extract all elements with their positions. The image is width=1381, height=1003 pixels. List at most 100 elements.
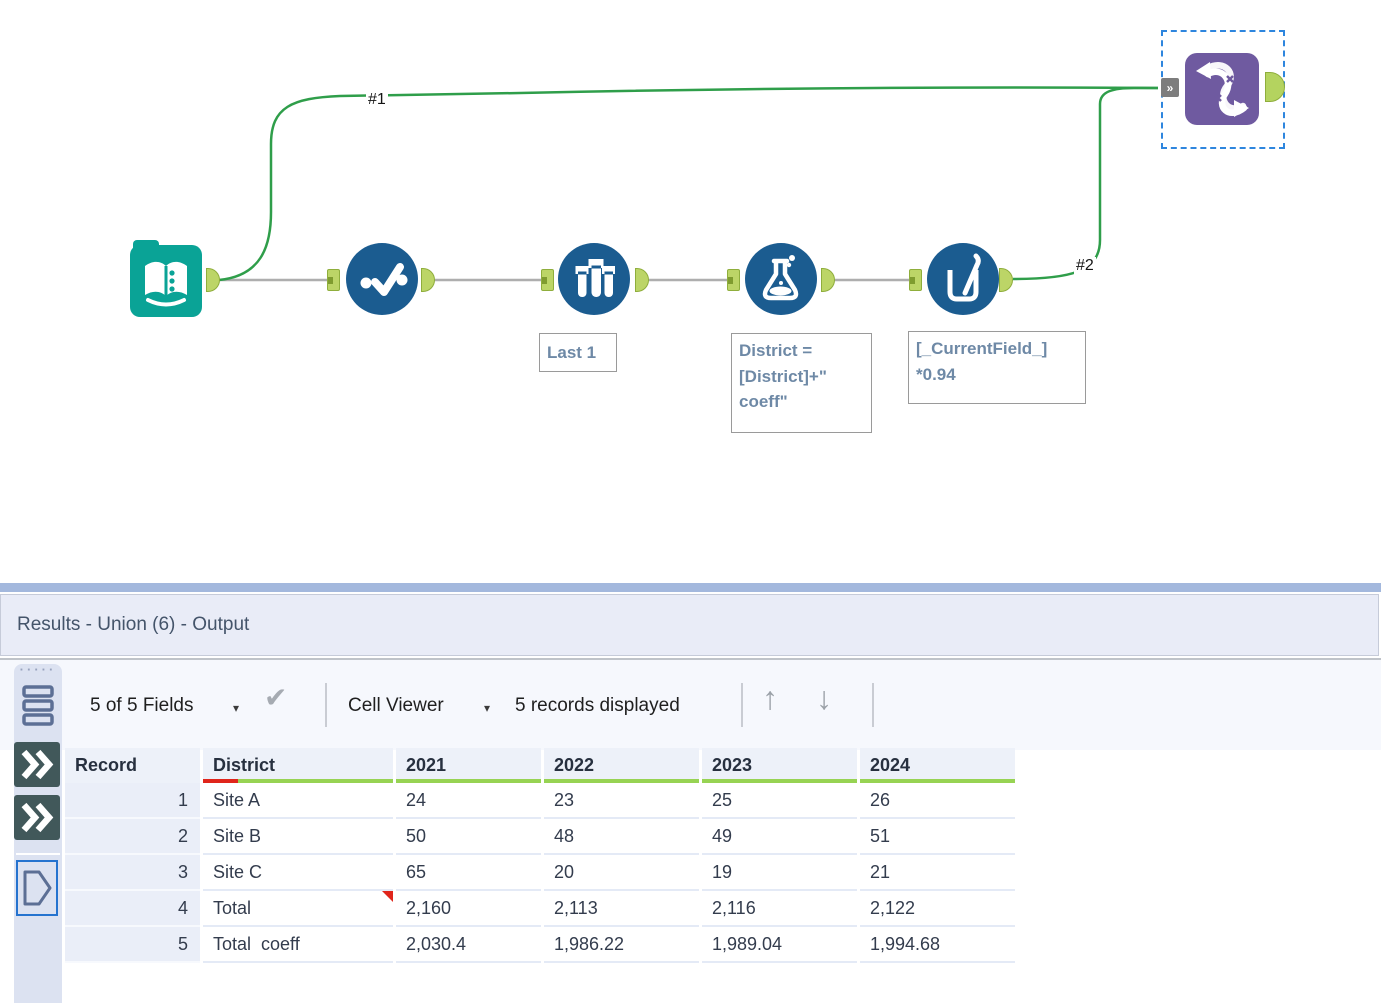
- test-tubes-icon: [575, 259, 615, 297]
- folder-tab-icon: [133, 240, 159, 252]
- column-header-district[interactable]: District: [203, 748, 393, 783]
- results-panel: Results - Union (6) - Output 5 of 5 Fiel…: [0, 583, 1381, 1003]
- results-title: Results - Union (6) - Output: [17, 614, 250, 635]
- district-cell[interactable]: Total: [203, 891, 393, 927]
- output-anchor-icon: [23, 870, 52, 906]
- input-anchor-2-button[interactable]: [14, 795, 60, 840]
- record-number-cell[interactable]: 1: [65, 783, 200, 819]
- wire-2-mff-union[interactable]: [1012, 86, 1158, 281]
- truncation-flag-icon: [382, 891, 393, 902]
- rows-icon: [22, 685, 54, 726]
- column-header-2023[interactable]: 2023: [702, 748, 857, 783]
- records-displayed-label: 5 records displayed: [515, 695, 680, 716]
- value-cell[interactable]: 20: [544, 855, 699, 891]
- sample-tool[interactable]: [558, 243, 630, 315]
- district-cell[interactable]: Total coeff: [203, 927, 393, 963]
- value-cell[interactable]: 1,989.04: [702, 927, 857, 963]
- value-cell[interactable]: 2,160: [396, 891, 541, 927]
- connection-wires[interactable]: [0, 0, 1381, 583]
- data-grid-view-button[interactable]: [21, 684, 55, 733]
- formula-input-anchor[interactable]: [727, 269, 740, 291]
- value-cell[interactable]: 26: [860, 783, 1015, 819]
- flask-icon: [762, 255, 799, 301]
- double-chevron-icon: [21, 749, 54, 780]
- data-quality-bar: [544, 779, 699, 783]
- cell-viewer-caret-icon[interactable]: ▾: [484, 701, 491, 715]
- results-sidebar: ·····: [14, 662, 62, 1003]
- fields-caret-icon[interactable]: ▾: [233, 701, 240, 715]
- data-quality-bar: [702, 779, 857, 783]
- value-cell[interactable]: 51: [860, 819, 1015, 855]
- scroll-up-button[interactable]: ↑: [762, 680, 778, 716]
- value-cell[interactable]: 25: [702, 783, 857, 819]
- toolbar-separator: [325, 683, 327, 727]
- value-cell[interactable]: 65: [396, 855, 541, 891]
- select-tool[interactable]: [346, 243, 418, 315]
- value-cell[interactable]: 2,030.4: [396, 927, 541, 963]
- drag-handle-icon[interactable]: ·····: [19, 662, 57, 677]
- district-cell[interactable]: Site B: [203, 819, 393, 855]
- value-cell[interactable]: 2,122: [860, 891, 1015, 927]
- input-data-tool[interactable]: [130, 240, 202, 317]
- book-icon: [145, 261, 187, 307]
- data-quality-bar: [860, 779, 1015, 783]
- value-cell[interactable]: 24: [396, 783, 541, 819]
- column-header-record[interactable]: Record: [65, 748, 200, 783]
- data-quality-bar: [396, 779, 541, 783]
- multi-field-formula-tool[interactable]: [927, 243, 999, 315]
- union-input-anchor[interactable]: »: [1161, 78, 1179, 97]
- wire-1-label[interactable]: #1: [366, 91, 388, 109]
- value-cell[interactable]: 23: [544, 783, 699, 819]
- panel-splitter[interactable]: [0, 583, 1381, 592]
- record-number-cell[interactable]: 4: [65, 891, 200, 927]
- district-cell[interactable]: Site C: [203, 855, 393, 891]
- results-title-bar: Results - Union (6) - Output: [0, 594, 1379, 656]
- record-number-cell[interactable]: 3: [65, 855, 200, 891]
- value-cell[interactable]: 48: [544, 819, 699, 855]
- select-input-anchor[interactable]: [327, 269, 340, 291]
- cell-viewer-dropdown[interactable]: Cell Viewer: [348, 695, 444, 716]
- apply-check-icon[interactable]: ✔: [264, 682, 288, 713]
- dna-helix-icon: [1196, 62, 1249, 117]
- table-row: 4 Total 2,160 2,113 2,116 2,122: [65, 891, 1015, 927]
- table-row: 3 Site C 65 20 19 21: [65, 855, 1015, 891]
- input-anchor-1-button[interactable]: [14, 742, 60, 787]
- record-number-cell[interactable]: 2: [65, 819, 200, 855]
- scroll-down-button[interactable]: ↓: [816, 680, 832, 716]
- sample-annotation[interactable]: Last 1: [539, 333, 617, 372]
- value-cell[interactable]: 21: [860, 855, 1015, 891]
- table-row: 5 Total coeff 2,030.4 1,986.22 1,989.04 …: [65, 927, 1015, 963]
- value-cell[interactable]: 49: [702, 819, 857, 855]
- formula-annotation[interactable]: District = [District]+" coeff": [731, 333, 872, 433]
- wire-1-input-union[interactable]: [218, 86, 1159, 282]
- formula-tool[interactable]: [745, 243, 817, 315]
- sidebar-divider: [16, 853, 60, 855]
- multi-field-formula-input-anchor[interactable]: [909, 269, 922, 291]
- value-cell[interactable]: 2,116: [702, 891, 857, 927]
- value-cell[interactable]: 1,994.68: [860, 927, 1015, 963]
- results-table: Record District 2021 2022 2023: [65, 748, 1015, 963]
- district-cell[interactable]: Site A: [203, 783, 393, 819]
- table-row: 2 Site B 50 48 49 51: [65, 819, 1015, 855]
- data-quality-bar: [203, 779, 393, 783]
- union-tool[interactable]: [1185, 53, 1259, 125]
- toolbar-separator: [872, 683, 874, 727]
- table-row: 1 Site A 24 23 25 26: [65, 783, 1015, 819]
- multi-field-formula-annotation[interactable]: [_CurrentField_] *0.94: [908, 331, 1086, 404]
- fields-dropdown[interactable]: 5 of 5 Fields: [90, 695, 194, 716]
- column-header-2024[interactable]: 2024: [860, 748, 1015, 783]
- output-anchor-button-selected[interactable]: [16, 860, 58, 916]
- record-number-cell[interactable]: 5: [65, 927, 200, 963]
- value-cell[interactable]: 19: [702, 855, 857, 891]
- value-cell[interactable]: 50: [396, 819, 541, 855]
- column-header-2021[interactable]: 2021: [396, 748, 541, 783]
- beaker-pencil-icon: [947, 253, 981, 302]
- value-cell[interactable]: 2,113: [544, 891, 699, 927]
- column-header-2022[interactable]: 2022: [544, 748, 699, 783]
- value-cell[interactable]: 1,986.22: [544, 927, 699, 963]
- double-chevron-icon: [21, 802, 54, 833]
- wire-2-label[interactable]: #2: [1074, 257, 1096, 275]
- sample-input-anchor[interactable]: [541, 269, 554, 291]
- results-toolbar: [0, 658, 1381, 750]
